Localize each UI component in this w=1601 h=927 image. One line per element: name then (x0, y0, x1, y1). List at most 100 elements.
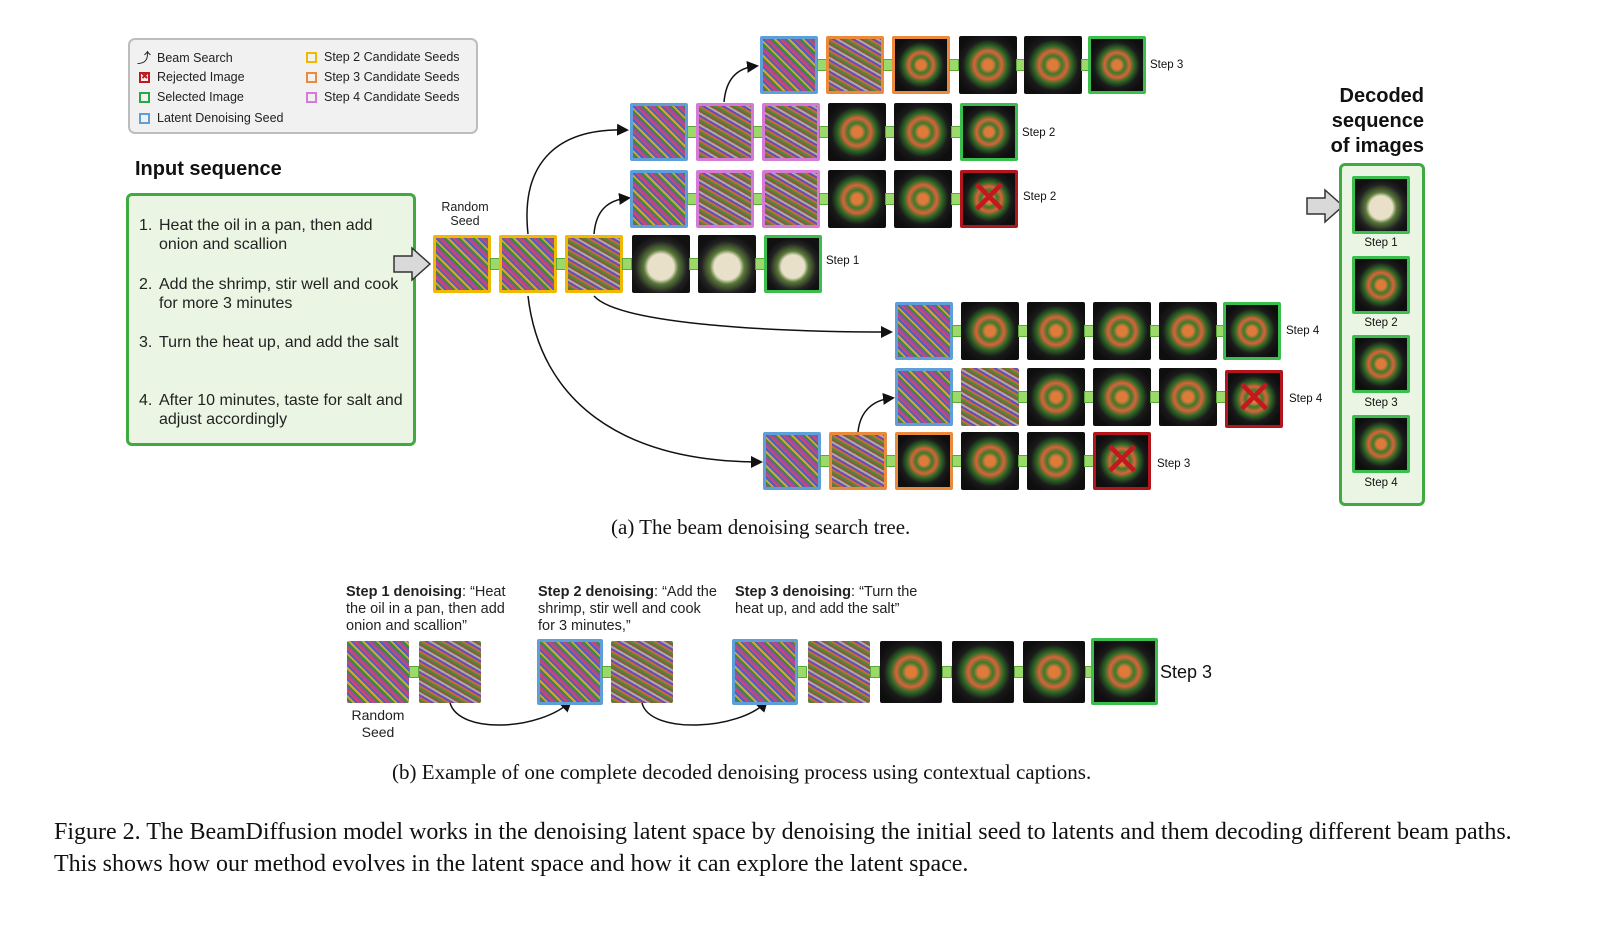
step3-swatch-icon (306, 71, 317, 83)
caption-b: (b) Example of one complete decoded deno… (392, 760, 1092, 784)
example-tile (952, 641, 1014, 703)
selected-swatch-icon (139, 91, 150, 103)
tree-tile (1093, 368, 1151, 426)
step-label: Step 4 (1286, 325, 1320, 337)
tile-connector (870, 666, 880, 678)
step-label: Step 4 (1289, 393, 1323, 405)
tree-tile (828, 170, 886, 228)
decoded-title: Decoded sequence of images (1330, 85, 1424, 157)
tree-tile (696, 170, 754, 228)
tree-tile (828, 103, 886, 161)
input-item-3: 3.Turn the heat up, and add the salt (139, 334, 399, 351)
tile-connector (409, 666, 419, 678)
step-label: Step 3 (1150, 59, 1184, 71)
example-tile (1023, 641, 1085, 703)
tile-connector (797, 666, 807, 678)
tree-tile (760, 36, 818, 94)
input-sequence-box: 1.Heat the oil in a pan, then add onion … (126, 193, 416, 446)
example-tile (347, 641, 409, 703)
decoded-label: Step 4 (1364, 477, 1398, 489)
tile-connector (622, 258, 632, 270)
decoded-label: Step 2 (1364, 317, 1398, 329)
step1-description: Step 1 denoising: “Heat the oil in a pan… (346, 584, 506, 634)
selected-tile (1223, 302, 1281, 360)
tree-tile (433, 235, 491, 293)
tree-tile (894, 103, 952, 161)
example-tile (732, 639, 798, 705)
legend-step4: Step 4 Candidate Seeds (306, 90, 460, 104)
tree-tile (762, 103, 820, 161)
tree-tile (763, 432, 821, 490)
tree-tile (895, 432, 953, 490)
example-random-seed-label: Random Seed (351, 707, 405, 740)
curved-arrow-icon: ⤴ (137, 50, 151, 66)
tree-tile (959, 36, 1017, 94)
legend: ⤴Beam Search Rejected Image Selected Ima… (128, 38, 478, 134)
tree-tile (961, 432, 1019, 490)
tree-tile (1024, 36, 1082, 94)
decoded-tile (1352, 415, 1410, 473)
random-seed-label: Random Seed (441, 200, 489, 228)
rejected-swatch-icon (139, 71, 150, 83)
tree-tile (1027, 302, 1085, 360)
tree-tile (630, 170, 688, 228)
example-tile (419, 641, 481, 703)
decoded-label: Step 3 (1364, 397, 1398, 409)
tree-tile (630, 103, 688, 161)
input-sequence-title: Input sequence (135, 158, 282, 180)
selected-tile (764, 235, 822, 293)
tree-tile (1093, 302, 1151, 360)
tree-tile (696, 103, 754, 161)
tree-tile (895, 302, 953, 360)
legend-step3: Step 3 Candidate Seeds (306, 70, 460, 84)
rejected-tile (960, 169, 1018, 229)
example-tile (808, 641, 870, 703)
tree-tile (961, 368, 1019, 426)
tree-tile (892, 36, 950, 94)
example-step-label: Step 3 (1160, 662, 1213, 682)
seed-swatch-icon (139, 112, 150, 124)
input-item-1: 1.Heat the oil in a pan, then add onion … (139, 217, 373, 253)
selected-tile (960, 103, 1018, 161)
tree-tile (961, 302, 1019, 360)
tree-tile (829, 432, 887, 490)
tree-tile (1159, 302, 1217, 360)
legend-seed: Latent Denoising Seed (139, 111, 283, 125)
step2-swatch-icon (306, 51, 317, 63)
step-label: Step 3 (1157, 458, 1191, 470)
step-label: Step 2 (1022, 127, 1056, 139)
decoded-tile (1352, 256, 1410, 314)
tree-tile (762, 170, 820, 228)
selected-tile (1088, 36, 1146, 94)
rejected-tile (1225, 369, 1283, 429)
input-item-4: 4.After 10 minutes, taste for salt and a… (139, 392, 403, 428)
caption-a: (a) The beam denoising search tree. (611, 515, 911, 539)
tree-tile (895, 368, 953, 426)
tree-tile (499, 235, 557, 293)
input-arrow-icon (393, 246, 432, 282)
step3-description: Step 3 denoising: “Turn the heat up, and… (735, 584, 918, 617)
decoded-tile (1352, 176, 1410, 234)
rejected-tile (1093, 431, 1151, 491)
tree-tile (565, 235, 623, 293)
figure-caption: Figure 2. The BeamDiffusion model works … (54, 819, 1512, 877)
decoded-label: Step 1 (1364, 237, 1398, 249)
example-tile (611, 641, 673, 703)
tree-tile (1027, 368, 1085, 426)
example-tile (880, 641, 942, 703)
tree-tile (1027, 432, 1085, 490)
step-label: Step 1 (826, 255, 860, 267)
tree-tile (1159, 368, 1217, 426)
legend-step2: Step 2 Candidate Seeds (306, 50, 460, 64)
legend-rejected: Rejected Image (139, 70, 245, 84)
example-tile (537, 639, 603, 705)
step2-description: Step 2 denoising: “Add the shrimp, stir … (538, 584, 717, 634)
tree-tile (826, 36, 884, 94)
step-label: Step 2 (1023, 191, 1057, 203)
tree-tile (894, 170, 952, 228)
decoded-tile (1352, 335, 1410, 393)
legend-beam-search: ⤴Beam Search (137, 50, 233, 66)
legend-selected: Selected Image (139, 90, 244, 104)
tree-tile (698, 235, 756, 293)
